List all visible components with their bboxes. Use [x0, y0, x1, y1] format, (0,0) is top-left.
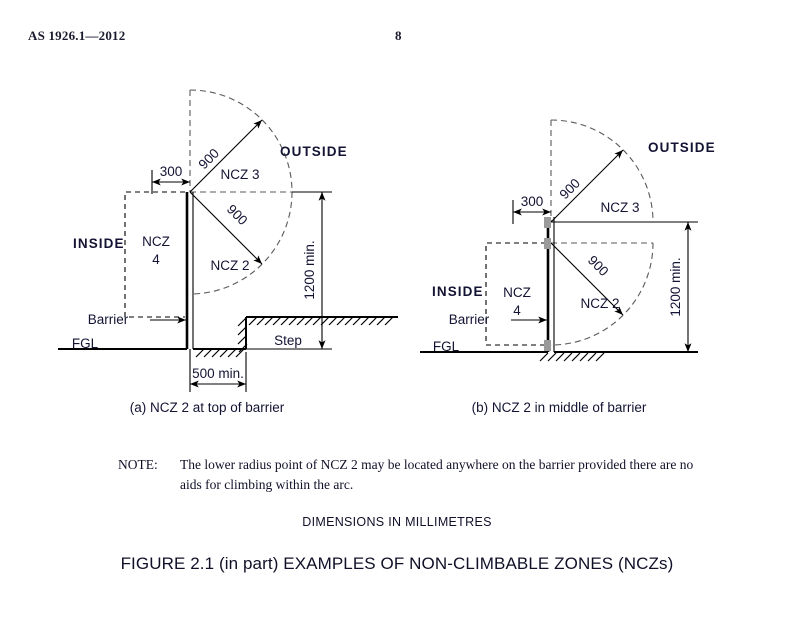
- ncz3-arc-b: [550, 119, 654, 223]
- radius-arrow-upper-b: [550, 149, 624, 223]
- note-line-2: provided there are no aids for climbing …: [180, 457, 694, 492]
- radius-label-upper-b: 900: [557, 176, 584, 203]
- note-label: NOTE:: [118, 457, 158, 472]
- diagram-b: 900 900 300: [420, 119, 716, 362]
- ncz2-arc-a: [189, 191, 293, 295]
- dim300-label-b: 300: [521, 194, 544, 209]
- ncz4-label-line1-a: NCZ: [142, 234, 170, 249]
- ncz3-label-b: NCZ 3: [600, 200, 639, 215]
- ncz4-label-line1-b: NCZ: [503, 285, 531, 300]
- caption-diagram-a: (a) NCZ 2 at top of barrier: [130, 400, 285, 415]
- ncz3-label-a: NCZ 3: [220, 167, 259, 182]
- dim500-label-a: 500 min.: [192, 366, 244, 381]
- barrier-block-top-b: [544, 217, 551, 228]
- outside-label-b: OUTSIDE: [648, 140, 716, 155]
- ncz4-box-b: [485, 242, 546, 346]
- note-line-1: The lower radius point of NCZ 2 may be l…: [180, 457, 575, 472]
- step-label-a: Step: [274, 333, 302, 348]
- step-riser-hatching-a: [237, 317, 248, 353]
- ground-hatching-b: [539, 352, 605, 362]
- radius-arrow-upper-a: [189, 119, 263, 193]
- standard-designation: AS 1926.1—2012: [28, 28, 126, 43]
- ncz2-label-a: NCZ 2: [210, 258, 249, 273]
- inside-label-b: INSIDE: [432, 284, 484, 299]
- barrier-block-bottom-b: [544, 340, 551, 351]
- dim1200-label-b: 1200 min.: [668, 257, 683, 316]
- inside-label-a: INSIDE: [73, 236, 125, 251]
- caption-diagram-b: (b) NCZ 2 in middle of barrier: [472, 400, 647, 415]
- diagram-a: 900 900: [58, 89, 398, 392]
- ncz4-label-line2-b: 4: [513, 303, 521, 318]
- ncz4-label-line2-a: 4: [152, 252, 160, 267]
- radius-arrow-lower-b: [550, 242, 624, 316]
- dim300-label-a: 300: [160, 164, 183, 179]
- radius-label-upper-a: 900: [196, 146, 223, 173]
- ncz2-arc-b: [550, 242, 654, 346]
- outside-label-a: OUTSIDE: [280, 144, 348, 159]
- ncz3-arc-a: [189, 89, 293, 193]
- ground-hatching-lower-a: [195, 348, 245, 358]
- radius-label-lower-b: 900: [585, 253, 612, 280]
- barrier-label-a: Barrier: [88, 312, 129, 327]
- barrier-block-mid-b: [544, 238, 551, 249]
- step-hatching-a: [248, 316, 394, 326]
- page-number: 8: [395, 28, 402, 43]
- dim1200-label-a: 1200 min.: [302, 240, 317, 299]
- dimensions-units-note: DIMENSIONS IN MILLIMETRES: [302, 515, 492, 529]
- figure-title: FIGURE 2.1 (in part) EXAMPLES OF NON-CLI…: [120, 554, 674, 573]
- radius-arrow-lower-a: [189, 191, 263, 265]
- ncz-figure: 900 900: [58, 89, 716, 415]
- fgl-label-a: FGL: [72, 336, 99, 351]
- ncz4-box-a: [124, 191, 185, 318]
- note-text: The lower radius point of NCZ 2 may be l…: [180, 455, 700, 494]
- ncz2-label-b: NCZ 2: [580, 296, 619, 311]
- barrier-label-b: Barrier: [449, 312, 490, 327]
- fgl-label-b: FGL: [433, 339, 460, 354]
- radius-label-lower-a: 900: [224, 202, 251, 229]
